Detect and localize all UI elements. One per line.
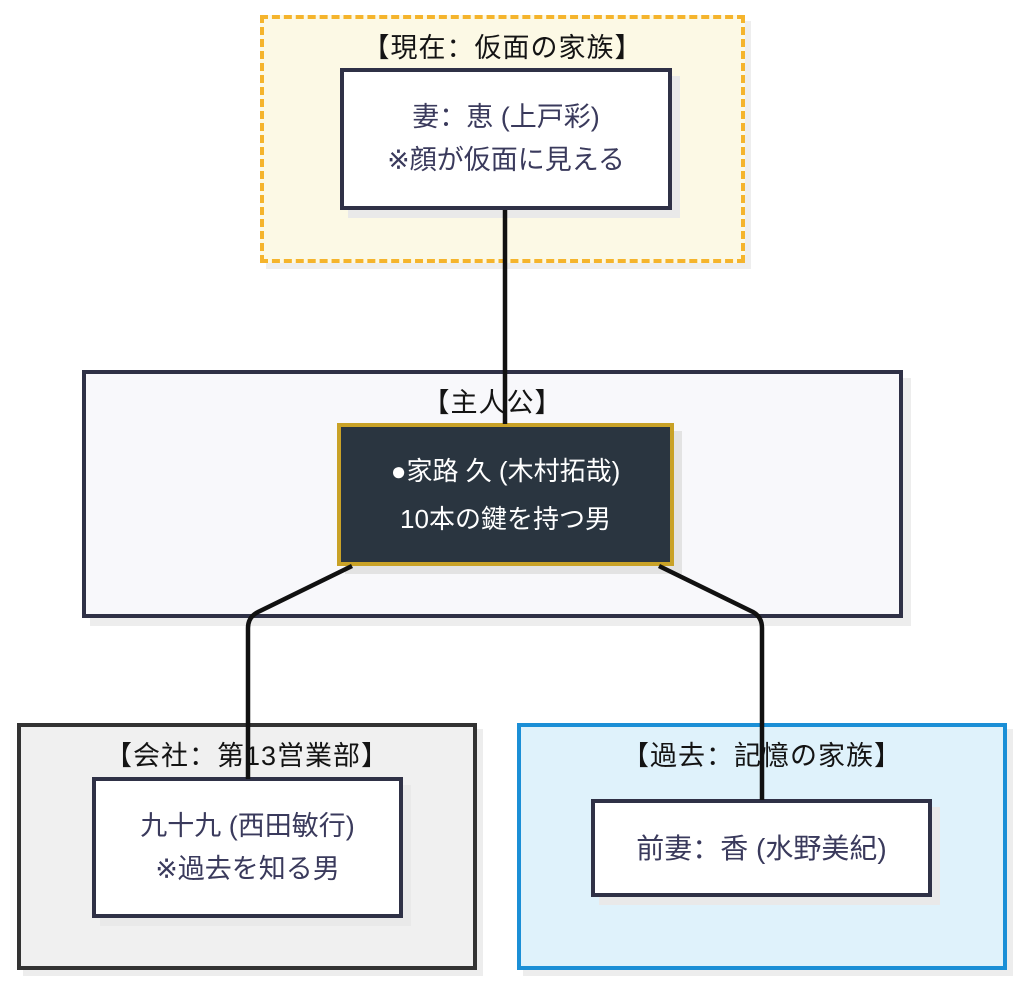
node-wife: 妻：恵 (上戸彩) ※顔が仮面に見える <box>340 68 672 210</box>
node-ex-wife: 前妻：香 (水野美紀) <box>591 799 932 897</box>
node-protagonist-name: ●家路 久 (木村拓哉) <box>390 455 621 486</box>
node-ex-wife-name: 前妻：香 (水野美紀) <box>636 832 887 864</box>
group-past-family: 【過去：記憶の家族】 前妻：香 (水野美紀) <box>517 723 1007 970</box>
node-tsukumo: 九十九 (西田敏行) ※過去を知る男 <box>92 777 403 918</box>
group-past-label: 【過去：記憶の家族】 <box>622 741 902 771</box>
node-tsukumo-note: ※過去を知る男 <box>155 853 340 884</box>
node-protagonist: ●家路 久 (木村拓哉) 10本の鍵を持つ男 <box>337 423 674 566</box>
node-wife-name: 妻：恵 (上戸彩) <box>412 102 600 132</box>
node-tsukumo-name: 九十九 (西田敏行) <box>140 810 355 841</box>
group-protagonist-label: 【主人公】 <box>422 388 563 418</box>
group-present-family: 【現在：仮面の家族】 妻：恵 (上戸彩) ※顔が仮面に見える <box>260 15 745 263</box>
node-protagonist-note: 10本の鍵を持つ男 <box>400 503 611 534</box>
group-present-label: 【現在：仮面の家族】 <box>362 33 643 63</box>
node-wife-note: ※顔が仮面に見える <box>387 145 625 175</box>
group-company: 【会社：第13営業部】 九十九 (西田敏行) ※過去を知る男 <box>17 723 477 970</box>
group-company-label: 【会社：第13営業部】 <box>104 741 390 771</box>
group-protagonist: 【主人公】 ●家路 久 (木村拓哉) 10本の鍵を持つ男 <box>82 370 903 618</box>
